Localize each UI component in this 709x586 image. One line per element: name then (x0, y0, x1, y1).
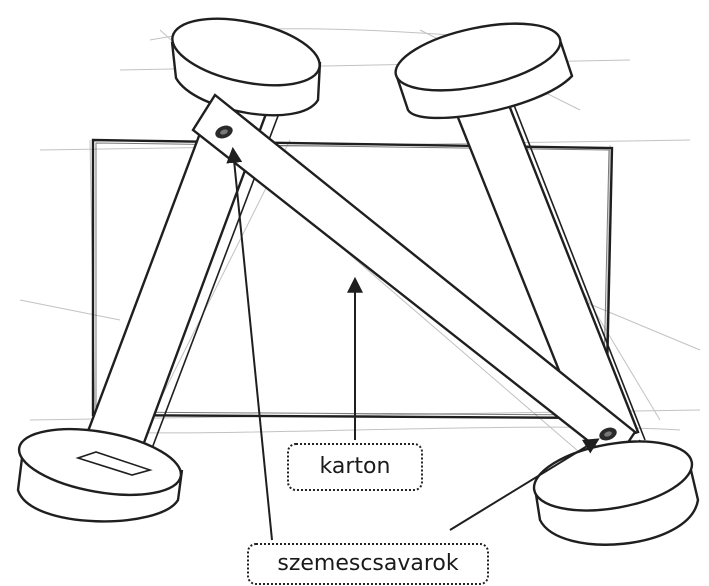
cardboard-label: karton (287, 443, 423, 491)
bottom-left-foot (14, 418, 186, 521)
top-right-foot (390, 11, 572, 118)
bottom-right-foot (529, 431, 698, 545)
eye-screws-label-text: szemescsavarok (277, 553, 458, 575)
eye-screws-label: szemescsavarok (247, 543, 489, 585)
cardboard-label-text: karton (320, 456, 391, 478)
top-left-foot (166, 7, 325, 115)
